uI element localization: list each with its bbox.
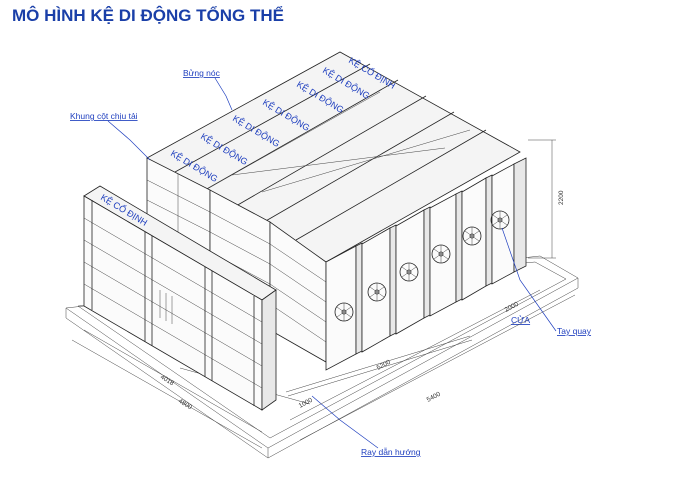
dim-length-outer: 5400 [426,391,442,404]
door-label: CỬA [511,314,530,325]
handwheel-icon [490,210,510,230]
dim-aisle: 1000 [298,397,314,410]
dim-height: 2200 [558,190,565,205]
callout-ray-dan-huong: Ray dẫn hướng [361,447,421,457]
callouts: Bửng nóc Khung cột chịu tải Tay quay Ray… [70,68,592,457]
dim-door: 2000 [504,301,520,314]
callout-tay-quay: Tay quay [557,326,592,336]
end-panel [491,163,515,285]
handwheel-icon [462,226,482,246]
handwheel-icon [367,282,387,302]
handwheel-icon [334,302,354,322]
front-fixed-shelf [83,185,277,411]
handwheels [334,210,510,322]
handwheel-icon [431,244,451,264]
callout-khung-cot: Khung cột chịu tải [70,111,138,121]
dim-width-outer: 4800 [177,398,193,412]
dim-width-left: 4018 [159,374,175,388]
end-panel [325,245,357,371]
page-title: MÔ HÌNH KỆ DI ĐỘNG TỔNG THỂ [12,6,284,25]
callout-bung-noc: Bửng nóc [183,68,221,78]
mobile-end-panels [325,157,527,371]
end-panel [461,177,487,301]
handwheel-icon [399,262,419,282]
